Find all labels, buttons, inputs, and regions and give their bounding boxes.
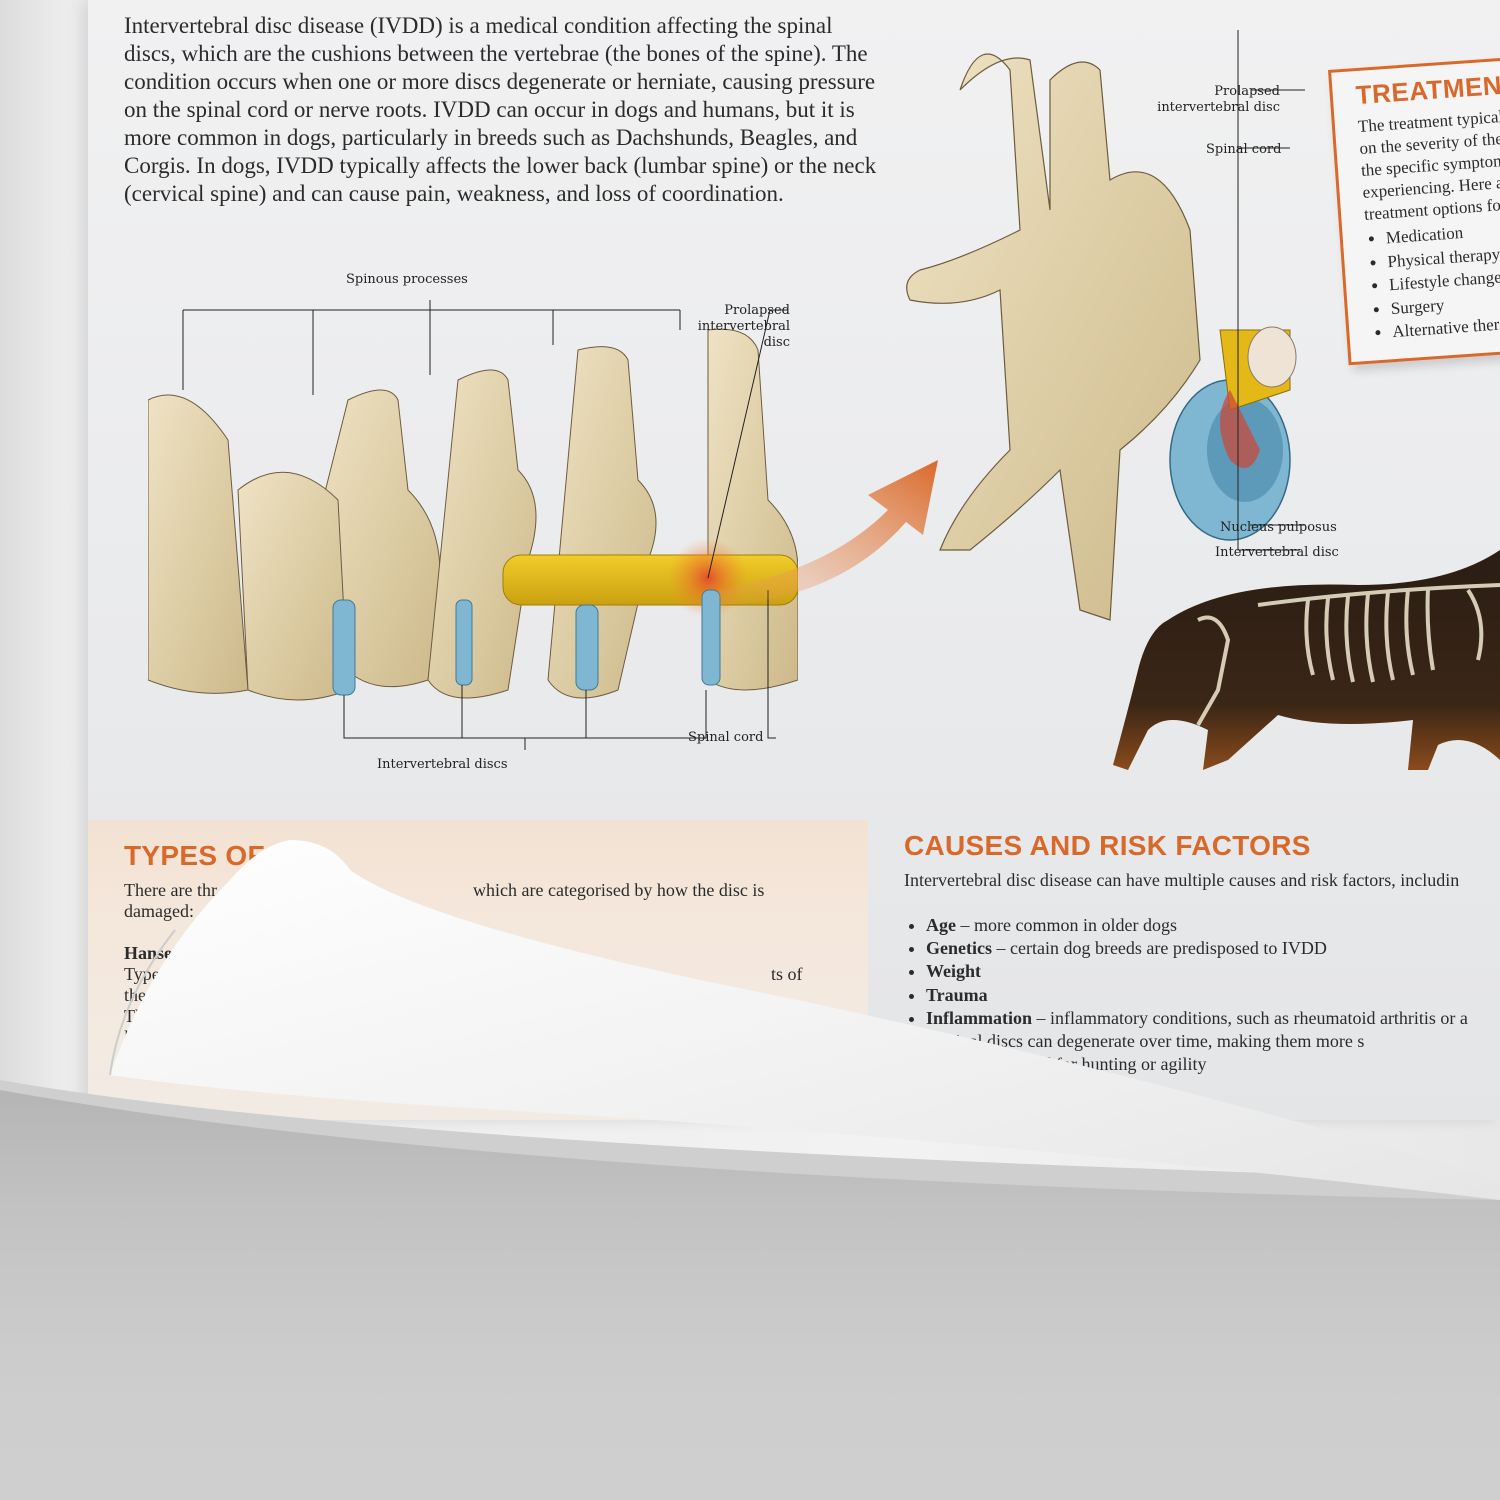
treatment-intro: The treatment typical on the severity of… [1357, 106, 1500, 224]
label-intervertebral-disc: Intervertebral disc [1215, 545, 1339, 560]
treatment-box: TREATMENT The treatment typical on the s… [1328, 51, 1500, 369]
types-line-4: the v [124, 985, 160, 1005]
spine-lateral-illustration [148, 300, 798, 750]
causes-intro: Intervertebral disc disease can have mul… [904, 870, 1460, 890]
label-prolapsed-disc-1: Prolapsed intervertebral disc [697, 303, 790, 350]
dachshund-skeleton-illustration [1113, 550, 1500, 770]
causes-item: uch as those used for hunting or agility [926, 1054, 1207, 1075]
label-spinal-cord-1: Spinal cord [688, 730, 764, 745]
types-line-6: l [124, 1027, 130, 1047]
label-nucleus-pulposus: Nucleus pulposus [1220, 520, 1337, 535]
causes-item: Trauma [926, 984, 1468, 1007]
causes-item: Age – more common in older dogs [926, 914, 1468, 937]
types-line-1-left: There are thr [124, 880, 217, 900]
treatment-list: Medication Physical therapy Lifestyle ch… [1365, 218, 1500, 345]
label-intervertebral-discs: Intervertebral discs [377, 757, 508, 772]
poster-sheet: Intervertebral disc disease (IVDD) is a … [88, 0, 1500, 1120]
intro-paragraph: Intervertebral disc disease (IVDD) is a … [124, 13, 877, 206]
types-title: TYPES OF [124, 840, 265, 871]
types-line-2: damaged: [124, 901, 194, 921]
label-spinous-processes: Spinous processes [346, 272, 468, 287]
causes-item: – spinal discs can degenerate over time,… [926, 1030, 1468, 1053]
causes-title: CAUSES AND RISK FACTORS [904, 830, 1311, 861]
causes-item: Weight [926, 960, 1468, 983]
orange-arrow-icon [718, 460, 938, 605]
label-prolapsed-disc-2: Prolapsed intervertebral disc [1157, 84, 1280, 115]
causes-item: Genetics – certain dog breeds are predis… [926, 937, 1468, 960]
types-line-5: Thi [124, 1006, 149, 1026]
causes-list: Age – more common in older dogs Genetics… [906, 914, 1468, 1076]
causes-item: Inflammation – inflammatory conditions, … [926, 1007, 1468, 1030]
types-subheading: Hansen [124, 943, 183, 963]
types-line-3-right: ts of [771, 964, 803, 984]
label-spinal-cord-2: Spinal cord [1206, 142, 1282, 157]
vertebra-cross-section-illustration [906, 30, 1305, 621]
types-line-3: Type I [124, 964, 171, 984]
types-line-1-right: which are categorised by how the disc is [473, 880, 765, 900]
